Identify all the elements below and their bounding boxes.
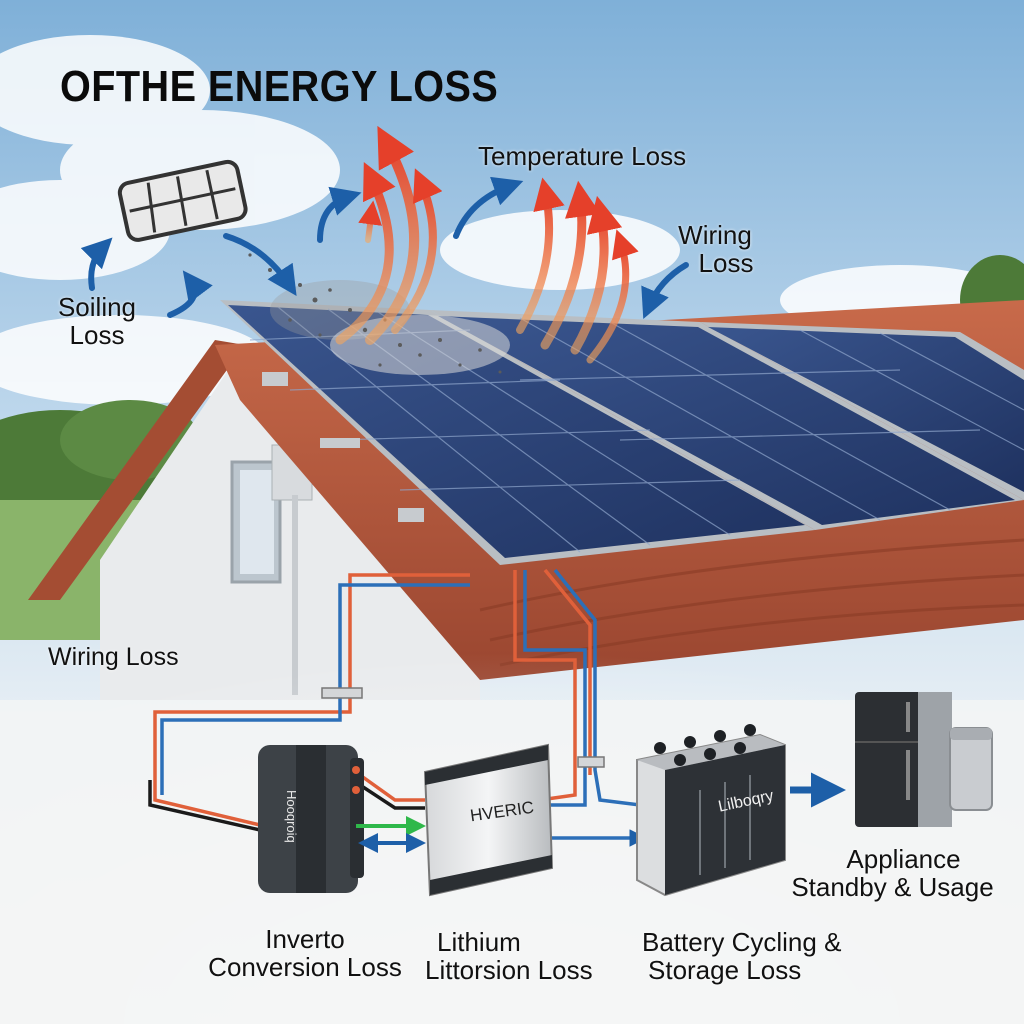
- inverter-device: [258, 745, 364, 893]
- label-battery-line1: Battery Cycling &: [642, 927, 842, 957]
- label-inverter-line2: Conversion Loss: [208, 952, 402, 983]
- label-soiling-line1: Soiling: [57, 292, 137, 322]
- appliance-fridge: [855, 692, 952, 827]
- label-lithium-loss: Lithium Littorsion Loss: [425, 928, 615, 984]
- appliance-bin: [949, 727, 993, 811]
- label-wiring-top-line2: Loss: [698, 248, 754, 279]
- controller-device: [423, 743, 554, 897]
- label-wiring-loss-top: Wiring Loss: [665, 221, 765, 277]
- soiling-arrows: [80, 176, 689, 320]
- label-temperature-loss: Temperature Loss: [478, 141, 687, 171]
- label-appliance-line1: Appliance: [846, 844, 961, 874]
- label-wiring-top-line1: Wiring: [678, 220, 752, 250]
- soiled-panel-icon: [117, 159, 248, 242]
- battery-device: [636, 724, 786, 897]
- label-lithium-line1: Lithium: [437, 927, 521, 957]
- label-soiling-loss: Soiling Loss: [42, 293, 152, 349]
- label-battery-loss: Battery Cycling & Storage Loss: [642, 928, 862, 984]
- exchange-arrows: [356, 816, 426, 853]
- solar-array: [220, 300, 1024, 565]
- diagram-title: OFTHE ENERGY LOSS: [60, 62, 499, 111]
- wiring: [148, 568, 647, 847]
- label-battery-line2: Storage Loss: [648, 955, 802, 986]
- label-lithium-line2: Littorsion Loss: [425, 955, 593, 986]
- label-wiring-loss-left: Wiring Loss: [48, 643, 179, 671]
- heat-waves: [335, 125, 639, 364]
- label-inverter-loss: Inverto Conversion Loss: [205, 925, 405, 981]
- label-soiling-line2: Loss: [69, 320, 125, 351]
- inverter-device-text: Hooqroiq: [284, 790, 299, 843]
- label-appliance: Appliance Standby & Usage: [790, 845, 995, 901]
- label-inverter-line1: Inverto: [265, 924, 345, 954]
- label-appliance-line2: Standby & Usage: [791, 872, 994, 903]
